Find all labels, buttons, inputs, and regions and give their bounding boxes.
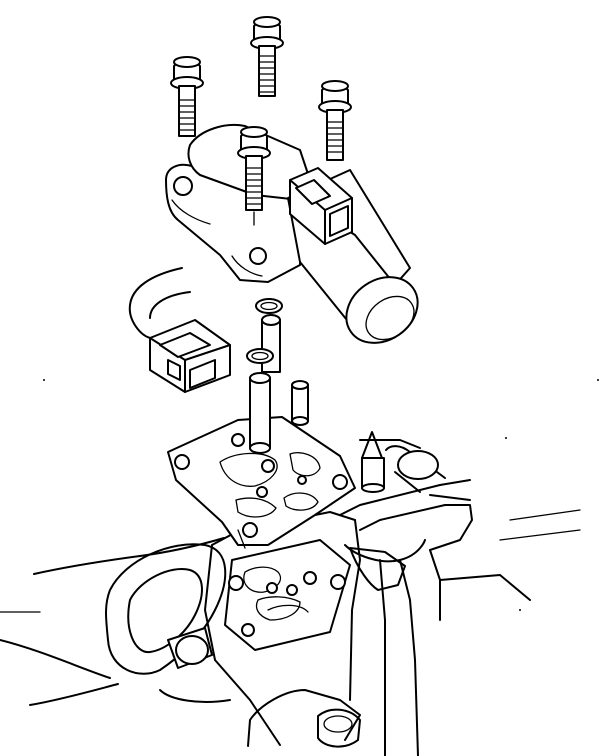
- gasket: [167, 416, 356, 549]
- o-ring: [246, 348, 274, 364]
- bolt: [170, 56, 204, 137]
- solenoid-valve: [165, 124, 419, 344]
- bolt: [318, 80, 352, 161]
- bolt: [237, 126, 271, 226]
- dowel-pin: [291, 380, 309, 426]
- o-ring: [255, 298, 283, 314]
- electrical-connector: [128, 267, 231, 393]
- oil-pipe: [249, 372, 271, 454]
- bolt: [250, 16, 284, 97]
